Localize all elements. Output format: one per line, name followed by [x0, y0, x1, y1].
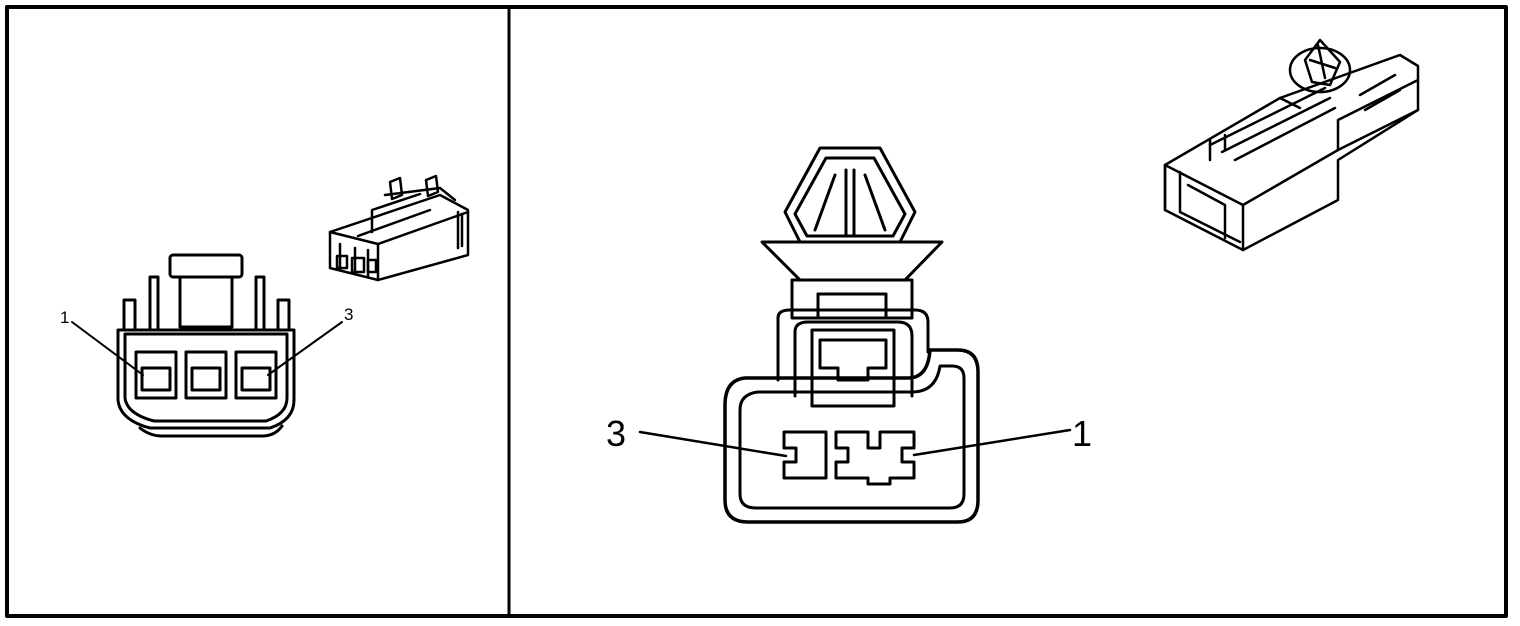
callout-pin3-left: 3 [344, 305, 353, 324]
left-cavity-2 [184, 350, 228, 400]
right-cavity-2 [834, 430, 916, 486]
left-cavity-3 [234, 350, 278, 400]
leader-line-pin3-right [638, 430, 788, 458]
leader-line-pin1-right [912, 428, 1072, 457]
callout-pin3-right: 3 [606, 413, 626, 454]
left-connector-iso [328, 174, 470, 282]
outer-border [5, 5, 1508, 618]
callout-pin1-right: 1 [1072, 413, 1092, 454]
right-connector-face [723, 146, 980, 524]
right-connector-iso [1163, 38, 1420, 252]
right-cavity-3 [782, 430, 828, 480]
left-connector-face [116, 253, 296, 438]
left-cavity-1 [134, 350, 178, 400]
leader-line-pin1-left [71, 321, 144, 376]
leader-line-pin3-left [267, 321, 343, 376]
callout-pin1-left: 1 [60, 308, 69, 327]
